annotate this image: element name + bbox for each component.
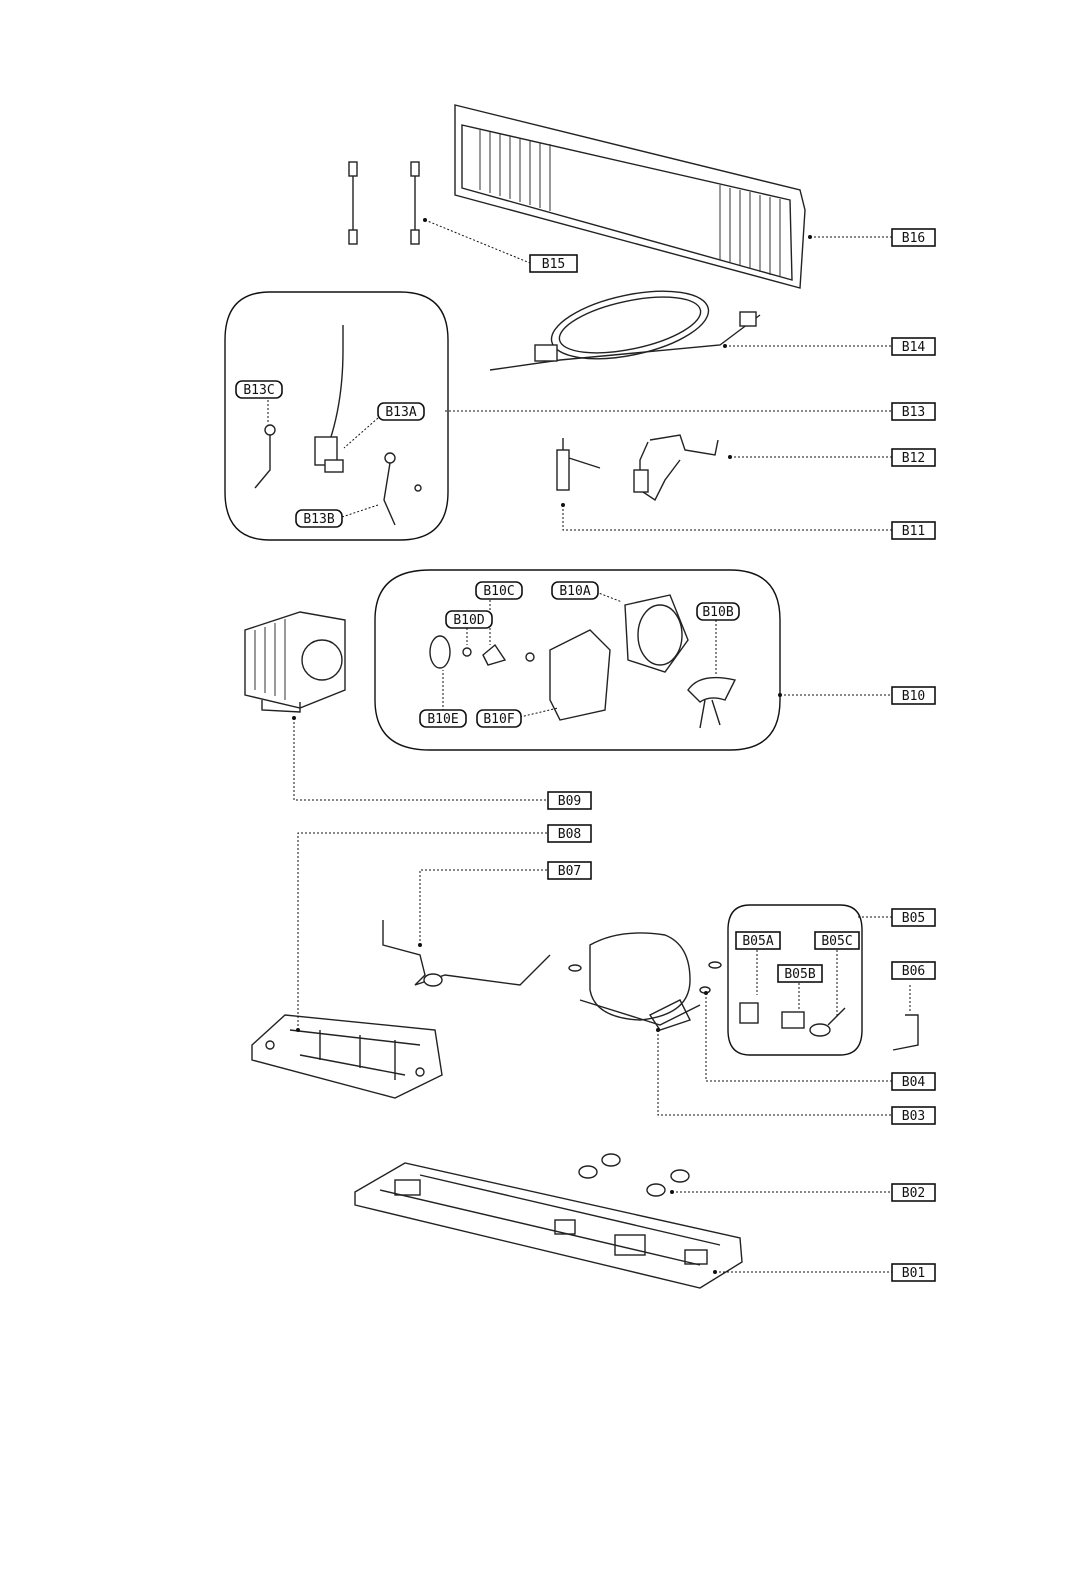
label-b03: B03 [891,1106,936,1125]
label-b10e-text: B10E [427,712,458,727]
label-b12: B12 [891,448,936,467]
label-b16: B16 [891,228,936,247]
label-b09: B09 [547,791,592,810]
part-b01-base-frame [354,1162,743,1289]
part-b12-b11-thermostat-fuse [556,434,719,502]
part-b15-wire-cords [348,161,420,245]
label-b09-text: B09 [558,794,581,809]
label-b10a: B10A [551,581,599,600]
label-b07-text: B07 [558,864,581,879]
label-b05a-text: B05A [742,934,773,949]
label-b02: B02 [891,1183,936,1202]
leader-endpoints [292,218,812,1274]
part-b16-back-cover-panel [454,104,806,289]
part-b06-wire-clip [892,1014,919,1051]
label-b16-text: B16 [902,231,925,246]
label-b10d: B10D [445,610,493,629]
label-b10f: B10F [476,709,522,728]
label-b13a-text: B13A [385,405,416,420]
label-b10d-text: B10D [453,613,484,628]
label-b07: B07 [547,861,592,880]
part-b07-drain-tube [382,920,551,987]
label-b03-text: B03 [902,1109,925,1124]
label-b10b: B10B [696,602,740,621]
label-b10: B10 [891,686,936,705]
label-b10f-text: B10F [483,712,514,727]
label-b10e: B10E [419,709,467,728]
label-b08: B08 [547,824,592,843]
label-b13c: B13C [235,380,283,399]
label-b05b: B05B [777,964,823,983]
label-b02-text: B02 [902,1186,925,1201]
label-b11: B11 [891,521,936,540]
label-b05a: B05A [735,931,781,950]
label-b04-text: B04 [902,1075,926,1090]
label-b13b-text: B13B [303,512,334,527]
label-b10b-text: B10B [702,605,733,620]
label-b15-text: B15 [542,257,565,272]
label-b13b: B13B [295,509,343,528]
label-b05c: B05C [814,931,860,950]
label-b13: B13 [891,402,936,421]
label-b05b-text: B05B [784,967,815,982]
label-b01-text: B01 [902,1266,925,1281]
part-b13-sensor-assembly [224,291,449,541]
part-b08-compressor-base-plate [251,1014,443,1099]
part-b14-defrost-heater [489,290,761,371]
label-b11-text: B11 [902,524,925,539]
label-b06-text: B06 [902,964,925,979]
label-b14: B14 [891,337,936,356]
label-b08-text: B08 [558,827,581,842]
part-b09-condenser-fan-shroud [244,611,346,713]
label-b05: B05 [891,908,936,927]
label-b14-text: B14 [902,340,926,355]
part-b10-fan-assembly [374,569,781,751]
label-b10c-text: B10C [483,584,514,599]
label-b12-text: B12 [902,451,925,466]
label-b13-text: B13 [902,405,925,420]
label-b05-text: B05 [902,911,925,926]
label-b01: B01 [891,1263,936,1282]
label-b10-text: B10 [902,689,925,704]
label-b04: B04 [891,1072,936,1091]
label-b15: B15 [529,254,578,273]
part-b03-compressor [568,932,722,1031]
part-b02-rubber-feet [578,1153,690,1197]
label-b10c: B10C [475,581,523,600]
label-b05c-text: B05C [821,934,852,949]
leader-lines [267,219,911,1273]
label-b06: B06 [891,961,936,980]
label-b13c-text: B13C [243,383,274,398]
label-b10a-text: B10A [559,584,590,599]
label-b13a: B13A [377,402,425,421]
